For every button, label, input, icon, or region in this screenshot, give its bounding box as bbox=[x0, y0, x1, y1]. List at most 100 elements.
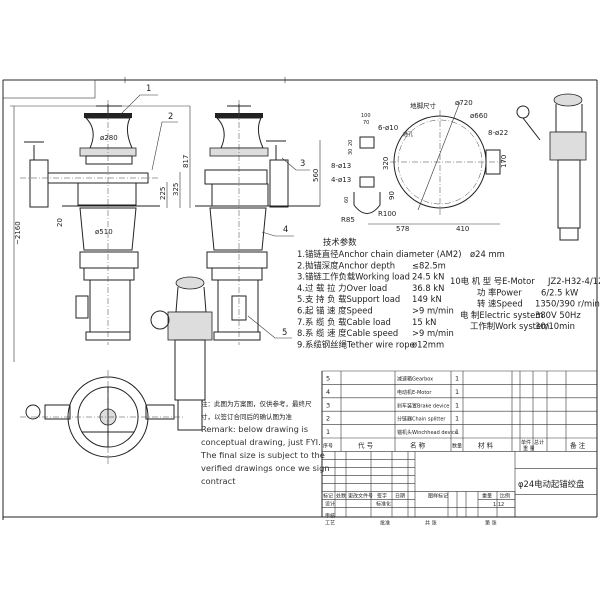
dim-overall-height: ~2160 bbox=[14, 221, 22, 245]
label-stage: 图样标记 bbox=[428, 492, 448, 499]
spec-label: 1.锚链直径Anchor chain diameter (AM2) bbox=[297, 249, 461, 259]
label-scale: 比例 bbox=[500, 492, 510, 499]
part-name: 减速箱Gearbox bbox=[397, 376, 433, 383]
leader-4: 4 bbox=[283, 224, 288, 234]
spec-value: 15 kN bbox=[412, 317, 436, 327]
motor-spec-label: 电 制Electric system bbox=[460, 310, 543, 320]
dim-outer-diameter: ø720 bbox=[455, 99, 473, 107]
leader-5: 5 bbox=[282, 327, 287, 337]
dim-30: 30 bbox=[348, 149, 354, 155]
spec-value: 36.8 kN bbox=[412, 283, 444, 293]
leader-1: 1 bbox=[146, 83, 151, 93]
dim-holes-right: 8-ø22 bbox=[488, 129, 508, 137]
motor-spec-label: 10电 机 型 号E-Motor bbox=[450, 276, 535, 286]
dim-holes-8x13: 8-ø13 bbox=[331, 162, 351, 170]
motor-spec-value: 6/2.5 kW bbox=[541, 287, 578, 297]
row-number: 2 bbox=[326, 415, 330, 423]
foundation-title: 地脚尺寸 bbox=[410, 101, 437, 110]
part-name: 刹车装置Brake device bbox=[397, 402, 449, 409]
spec-label: 8.系 缆 速 度Cable speed bbox=[297, 328, 398, 338]
dim-320: 320 bbox=[382, 157, 390, 170]
dim-325: 325 bbox=[172, 183, 180, 196]
motor-spec-label: 功 率Power bbox=[477, 287, 522, 297]
header-unit-weight: 单件 bbox=[521, 439, 531, 446]
label-check: 审核 bbox=[325, 512, 335, 519]
spec-label: 3.锚链工作负载Working load bbox=[297, 272, 410, 282]
motor-spec-value: 1350/390 r/min bbox=[535, 299, 600, 309]
spec-value: ø24 mm bbox=[470, 249, 505, 259]
dim-holes-top-note: 通孔 bbox=[403, 131, 413, 138]
motor-spec-value: JZ2-H32-4/12 bbox=[547, 276, 600, 286]
spec-value: 24.5 kN bbox=[412, 272, 444, 282]
winch-illustration-bottom bbox=[150, 276, 213, 431]
title-block: φ24电动起锚绞盘 1:12 标记处数更改文件号签字日期设计标准化图样标记重量比… bbox=[322, 451, 597, 526]
foundation-plan: 地脚尺寸 ø720 ø660 8-ø22 170 100 70 20 30 6-… bbox=[331, 99, 508, 233]
spec-label: 2.抛锚深度Anchor depth bbox=[297, 260, 395, 270]
row-number: 3 bbox=[326, 401, 330, 409]
row-number: 5 bbox=[326, 375, 330, 383]
part-quantity: 1 bbox=[455, 388, 459, 396]
dim-100: 100 bbox=[361, 113, 371, 119]
header-qty: 数量 bbox=[452, 443, 462, 450]
leader-3: 3 bbox=[300, 158, 305, 168]
drawing-scale: 1:12 bbox=[493, 502, 504, 508]
spec-label: 7.系 缆 负 载Cable load bbox=[297, 317, 391, 327]
dim-170: 170 bbox=[500, 155, 508, 168]
technical-specs: 技术参数 1.锚链直径Anchor chain diameter (AM2) ø2… bbox=[297, 237, 600, 349]
front-view-dimensions: ø280 817 325 225 20 ø510 bbox=[56, 106, 191, 236]
label-sign: 签字 bbox=[377, 492, 387, 499]
remark-line: contract bbox=[201, 476, 236, 486]
dim-817: 817 bbox=[182, 155, 190, 168]
motor-spec-label: 工作制Work system bbox=[470, 321, 549, 331]
header-remark: 备 注 bbox=[570, 441, 586, 450]
label-approve: 批准 bbox=[380, 519, 390, 526]
dim-560: 560 bbox=[312, 169, 320, 182]
leader-2: 2 bbox=[168, 111, 173, 121]
winch-front-view bbox=[20, 100, 160, 345]
motor-spec-value: 30/10min bbox=[535, 321, 575, 331]
part-quantity: 1 bbox=[455, 428, 459, 436]
dim-holes-top: 6-ø10 bbox=[378, 124, 398, 132]
label-date: 日期 bbox=[395, 493, 405, 499]
specs-title: 技术参数 bbox=[323, 237, 357, 247]
dim-20b: 20 bbox=[348, 140, 354, 146]
winch-plan-view bbox=[20, 370, 185, 465]
label-total-sheets: 共 张 bbox=[425, 519, 437, 526]
dim-20: 20 bbox=[56, 218, 64, 227]
header-weight: 重 量 bbox=[523, 445, 535, 452]
label-weight: 重量 bbox=[482, 492, 492, 499]
spec-value: >9 m/min bbox=[412, 328, 454, 338]
dim-70: 70 bbox=[363, 120, 369, 126]
spec-value: >9 m/min bbox=[412, 306, 454, 316]
spec-label: 4.过 载 拉 力Over load bbox=[297, 283, 387, 293]
spec-label: 6.起 锚 速 度Speed bbox=[297, 306, 373, 316]
part-quantity: 1 bbox=[455, 375, 459, 383]
dim-410: 410 bbox=[456, 225, 469, 233]
dim-r100: R100 bbox=[378, 210, 396, 218]
remark-line: Remark: below drawing is bbox=[201, 424, 308, 434]
label-mark: 标记 bbox=[323, 492, 333, 499]
label-zone: 更改文件号 bbox=[348, 492, 373, 499]
header-code: 代 号 bbox=[358, 441, 374, 450]
motor-spec-value: 380V 50Hz bbox=[535, 310, 581, 320]
row-number: 4 bbox=[326, 388, 330, 396]
spec-value: ø12mm bbox=[412, 339, 444, 349]
header-material: 材 料 bbox=[478, 441, 494, 450]
dim-column-diameter: ø510 bbox=[95, 228, 113, 236]
spec-label: 5.支 持 负 载Support load bbox=[297, 294, 400, 304]
drawing-title: φ24电动起锚绞盘 bbox=[518, 479, 584, 489]
dim-578: 578 bbox=[396, 225, 409, 233]
remark-line: The final size is subject to the bbox=[200, 450, 325, 460]
header-name: 名 称 bbox=[410, 441, 426, 450]
label-process: 工艺 bbox=[325, 520, 335, 526]
part-name: 锚机头Winchhead device bbox=[397, 429, 458, 436]
header-no: 序号 bbox=[323, 443, 333, 450]
dim-60: 60 bbox=[344, 197, 350, 203]
motor-spec-label: 转 速Speed bbox=[477, 299, 523, 309]
label-sheet: 第 张 bbox=[485, 519, 497, 526]
remark-line: 寸，以签订合同后的确认图为准 bbox=[201, 412, 293, 421]
